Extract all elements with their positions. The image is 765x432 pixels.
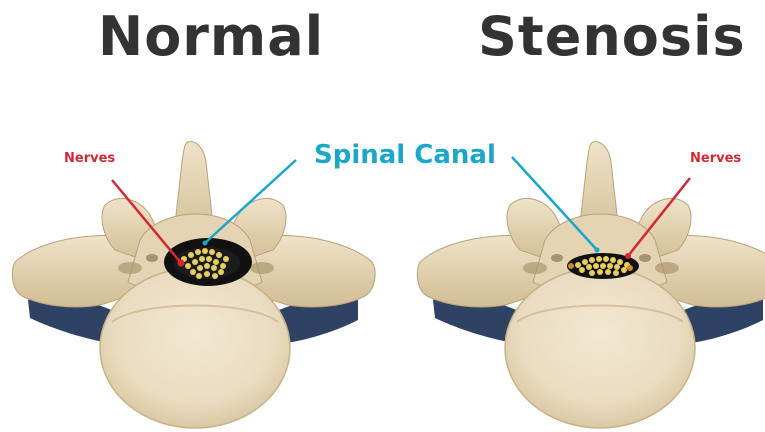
- nerves-label-right: Nerves: [690, 151, 741, 166]
- vertebra-normal: [12, 142, 375, 428]
- nerves-label-left: Nerves: [64, 151, 115, 166]
- spinal-canal-label: Spinal Canal: [314, 140, 496, 170]
- vertebra-stenosis: [417, 142, 765, 428]
